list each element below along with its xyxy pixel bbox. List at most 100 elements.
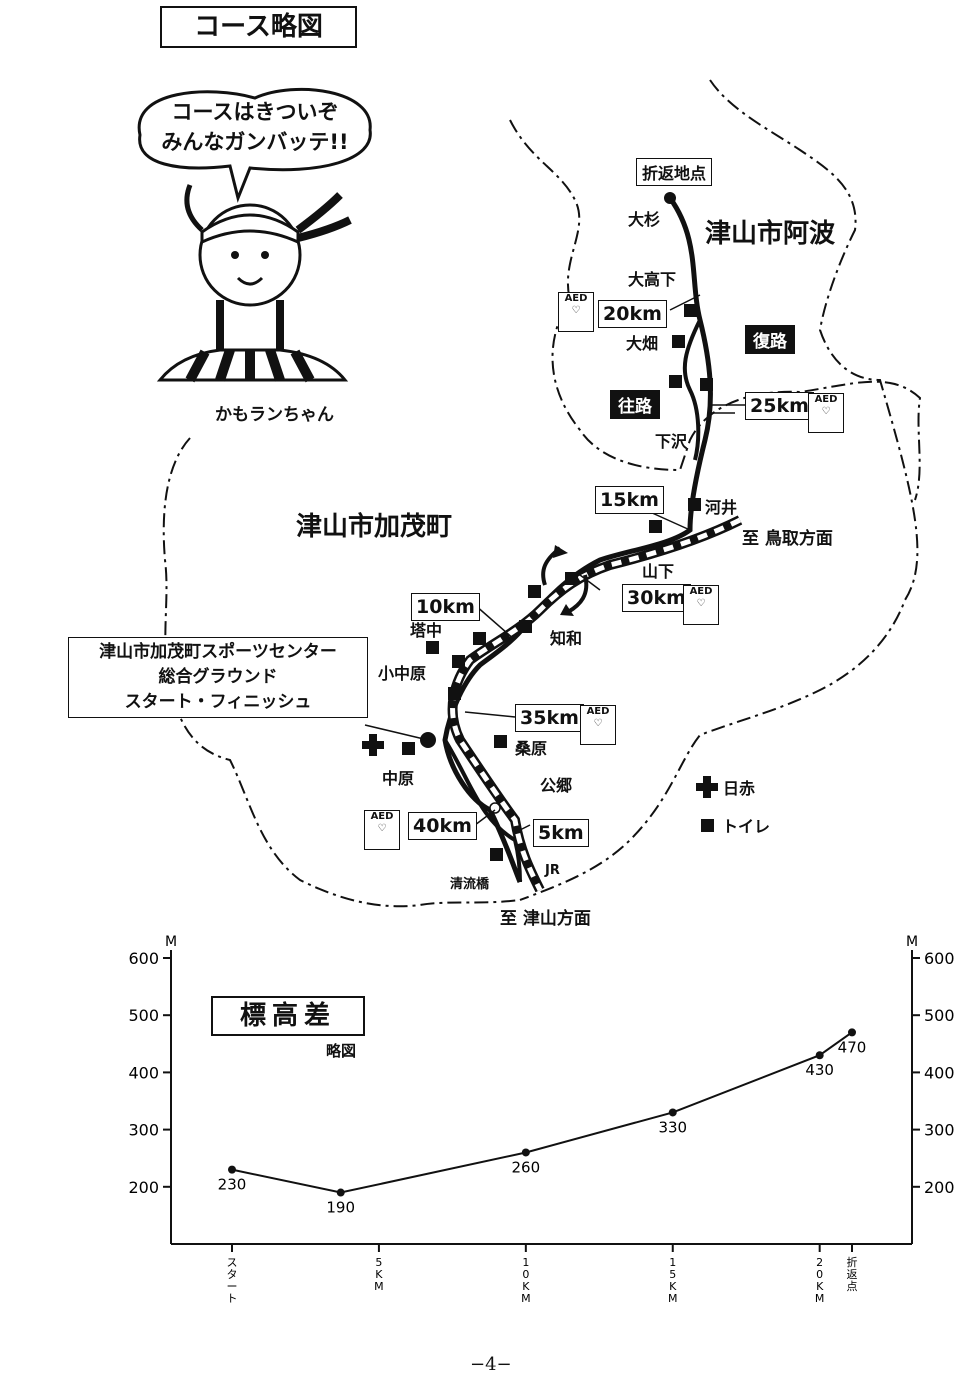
facility-start-finish: スタート・フィニッシュ: [124, 692, 312, 712]
x-tick-label: M: [374, 1280, 384, 1293]
toilet-icon: [701, 818, 714, 832]
turnaround-point: [664, 192, 676, 204]
facility-name: 津山市加茂町スポーツセンター: [99, 642, 337, 662]
red-cross-icon: [362, 734, 384, 756]
aed-label: AED: [814, 394, 838, 405]
y-tick-label-right: 200: [924, 1178, 955, 1197]
page-number: −4−: [470, 1354, 512, 1375]
x-tick-label: 点: [847, 1280, 858, 1293]
course-map: [162, 79, 922, 908]
km-marker-40: 40km: [408, 812, 477, 840]
place-tonaka: 塔中: [410, 621, 443, 640]
mascot-illustration: [137, 87, 372, 383]
y-tick-label-left: 400: [128, 1063, 159, 1082]
x-tick-label: M: [668, 1292, 678, 1305]
legend-item-toilet: トイレ: [695, 813, 770, 837]
km-marker-30: 30km: [622, 584, 691, 612]
toilet-icon: [448, 687, 461, 700]
start-finish-facility: 津山市加茂町スポーツセンター 総合グラウンド スタート・フィニッシュ: [68, 637, 368, 718]
data-label: 470: [838, 1038, 867, 1056]
data-label: 230: [218, 1176, 247, 1194]
toilet-icon: [684, 304, 697, 317]
heart-icon: ♡: [821, 406, 831, 417]
data-label: 260: [512, 1158, 541, 1176]
speech-line-2: みんなガンバッテ!!: [161, 130, 349, 154]
speech-line-1: コースはきついぞ: [171, 100, 339, 124]
elevation-subtitle: 略図: [326, 1042, 357, 1060]
y-tick-label-right: 400: [924, 1063, 955, 1082]
aed-label: AED: [586, 706, 610, 717]
aed-label: AED: [689, 586, 713, 597]
x-tick-label: タ: [227, 1268, 238, 1281]
region-label-north: 津山市阿波: [705, 219, 836, 249]
x-tick-label: 0: [816, 1268, 823, 1281]
data-label: 430: [805, 1061, 834, 1079]
place-kawai: 河井: [705, 498, 738, 517]
red-cross-icon: [696, 776, 718, 798]
x-tick-label: K: [816, 1280, 824, 1293]
mascot-speech: コースはきついぞ みんなガンバッテ!!: [135, 96, 375, 156]
heart-icon: ♡: [377, 823, 387, 834]
data-point: [668, 1108, 677, 1117]
turnaround-label: 折返地点: [636, 158, 713, 186]
place-ohata: 大畑: [626, 334, 659, 353]
x-tick-label: 1: [522, 1256, 529, 1269]
toilet-icon: [700, 378, 713, 391]
data-label: 190: [326, 1199, 355, 1217]
route-secondary: [443, 738, 522, 883]
x-tick-label: 返: [847, 1268, 858, 1281]
route-label-return: 復路: [745, 325, 795, 354]
y-tick-label-left: 600: [128, 949, 159, 968]
y-unit-left: M: [165, 934, 177, 950]
data-label: 330: [658, 1118, 687, 1136]
x-tick-label: 2: [816, 1256, 823, 1269]
km-marker-5: 5km: [533, 819, 589, 847]
km-marker-15: 15km: [595, 486, 664, 514]
place-otakashita: 大高下: [628, 270, 677, 289]
facility-ground: 総合グラウンド: [158, 667, 278, 687]
x-tick-label: ー: [227, 1280, 238, 1293]
toilet-icon: [669, 375, 682, 388]
arrow-head-2: [560, 604, 574, 616]
km-marker-35: 35km: [515, 704, 584, 732]
elevation-line: [231, 1031, 853, 1194]
elevation-title: 標高差: [211, 996, 365, 1036]
heart-icon: ♡: [571, 305, 581, 316]
direction-tsuyama: 至 津山方面: [500, 909, 591, 929]
direction-tottori: 至 鳥取方面: [742, 529, 833, 549]
toilet-icon: [528, 585, 541, 598]
x-tick-label: K: [669, 1280, 677, 1293]
route-return: [682, 319, 702, 461]
y-tick-label-right: 300: [924, 1121, 955, 1140]
toilet-icon: [452, 655, 465, 668]
region-label-south: 津山市加茂町: [296, 512, 453, 542]
region-boundary-north: [509, 119, 922, 501]
km-marker-25: 25km: [745, 392, 814, 420]
toilet-icon: [672, 335, 685, 348]
place-chiwa: 知和: [550, 629, 583, 648]
toilet-icon: [473, 632, 486, 645]
y-tick-label-left: 200: [128, 1178, 159, 1197]
toilet-icon: [649, 520, 662, 533]
page-title: コース略図: [160, 6, 357, 48]
x-tick-label: ス: [227, 1256, 238, 1269]
place-yamashita: 山下: [642, 562, 675, 581]
data-point: [815, 1051, 824, 1060]
arrow-head-1: [553, 545, 568, 558]
x-tick-label: 5: [375, 1256, 382, 1269]
data-point: [336, 1188, 345, 1197]
km-marker-20: 20km: [598, 300, 667, 328]
y-unit-right: M: [906, 934, 918, 950]
aed-badge: AED♡: [683, 585, 719, 625]
x-tick-label: K: [522, 1280, 530, 1293]
place-seiryubashi: 清流橋: [450, 877, 490, 892]
place-osugi: 大杉: [628, 210, 661, 229]
data-point: [228, 1165, 236, 1174]
region-boundary-west: [162, 437, 521, 908]
x-tick-label: ト: [227, 1292, 238, 1305]
legend-item-red-cross: 日赤: [695, 775, 770, 799]
data-point: [848, 1028, 856, 1037]
y-tick-label-right: 600: [924, 949, 955, 968]
km-marker-10: 10km: [411, 593, 480, 621]
